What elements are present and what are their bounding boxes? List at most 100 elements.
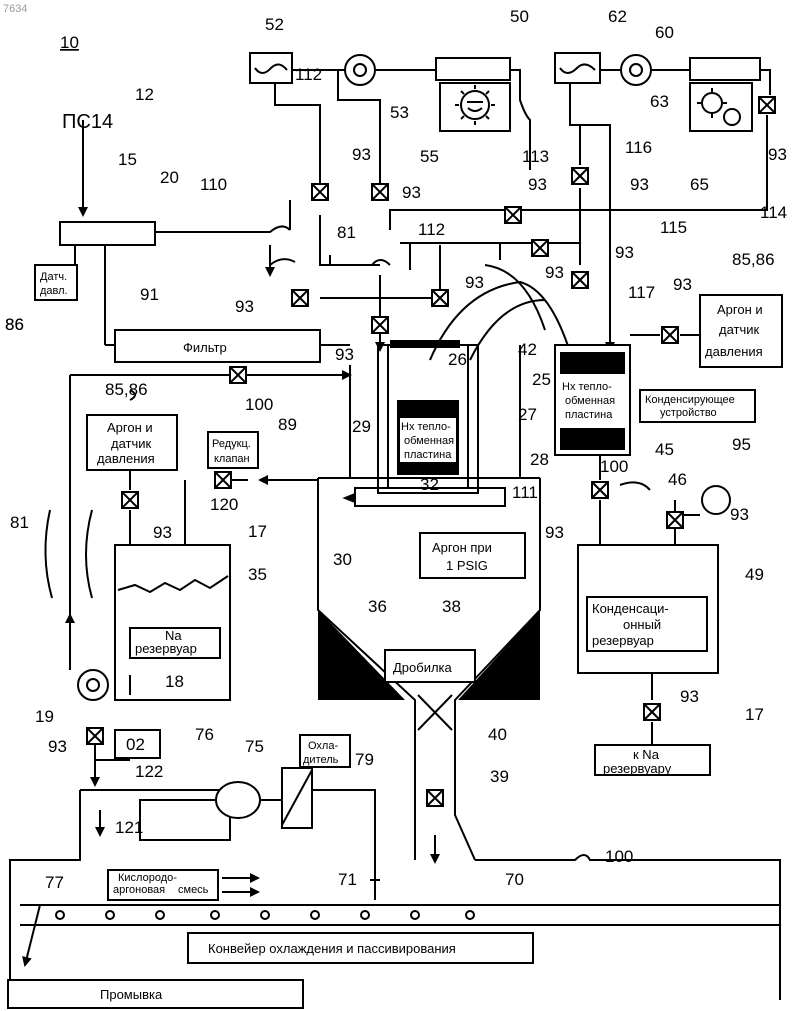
label-argon-right-2: датчик — [719, 322, 760, 337]
ref-70: 70 — [505, 870, 524, 889]
ref-38: 38 — [442, 597, 461, 616]
ref-35: 35 — [248, 565, 267, 584]
ref-116: 116 — [625, 138, 652, 157]
ref-81b: 81 — [10, 513, 29, 532]
pump-19 — [78, 670, 108, 700]
reactor-top-cap — [390, 340, 460, 348]
label-argon-1psig-1: Аргон при — [432, 540, 492, 555]
label-crusher: Дробилка — [393, 660, 453, 675]
ref-111: 111 — [512, 483, 538, 502]
label-hx-center-3: пластина — [404, 449, 452, 461]
ref-76: 76 — [195, 725, 214, 744]
label-condensing-2: устройство — [660, 407, 717, 419]
ref-60: 60 — [655, 23, 674, 42]
ref-29: 29 — [352, 417, 371, 436]
ref-93-e: 93 — [545, 263, 564, 282]
label-condensing-1: Конденсирующее — [645, 394, 735, 406]
ref-52: 52 — [265, 15, 284, 34]
ref-115: 115 — [660, 218, 687, 237]
label-filter: Фильтр — [183, 340, 227, 355]
ref-93-j: 93 — [673, 275, 692, 294]
ref-93-top-right: 93 — [768, 145, 787, 164]
ref-40: 40 — [488, 725, 507, 744]
label-oxy-mix-3: смесь — [178, 884, 209, 896]
label-argon-left-2: датчик — [111, 436, 152, 451]
ref-93-k: 93 — [153, 523, 172, 542]
ref-27: 27 — [518, 405, 537, 424]
ref-19: 19 — [35, 707, 54, 726]
label-cond-res-1: Конденсаци- — [592, 601, 669, 616]
ref-93-i: 93 — [335, 345, 354, 364]
label-argon-left-3: давления — [97, 451, 155, 466]
ref-30: 30 — [333, 550, 352, 569]
ref-100a: 100 — [245, 395, 273, 414]
label-hx-right-2: обменная — [565, 395, 615, 407]
ref-55: 55 — [420, 147, 439, 166]
label-argon-left-1: Аргон и — [107, 420, 153, 435]
ref-112b: 112 — [418, 220, 445, 239]
ref-93-l: 93 — [545, 523, 564, 542]
ref-20: 20 — [160, 168, 179, 187]
label-cooler-2: дитель — [303, 754, 339, 766]
ref-93-b: 93 — [402, 183, 421, 202]
ref-17a: 17 — [248, 522, 267, 541]
ref-93-c: 93 — [528, 175, 547, 194]
label-pressure-sensor-1: Датч. — [40, 271, 67, 283]
ref-122: 122 — [135, 762, 163, 781]
ref-93-d: 93 — [630, 175, 649, 194]
label-ps14: ПС14 — [62, 111, 113, 133]
ref-112a: 112 — [295, 65, 322, 84]
ref-113: 113 — [522, 147, 549, 166]
ref-93-n: 93 — [680, 687, 699, 706]
ref-117: 117 — [628, 283, 655, 302]
blower-75 — [216, 782, 260, 818]
label-cooler-1: Охла- — [308, 740, 338, 752]
ref-25: 25 — [532, 370, 551, 389]
ref-53: 53 — [390, 103, 409, 122]
figure-number: 10 — [60, 33, 79, 52]
box-50 — [436, 58, 510, 80]
label-o2: 02 — [126, 735, 145, 754]
ref-75: 75 — [245, 737, 264, 756]
sodium-valve-unit-15-20 — [60, 222, 155, 245]
ref-42: 42 — [518, 340, 537, 359]
label-hx-right-3: пластина — [565, 409, 613, 421]
ref-89: 89 — [278, 415, 297, 434]
ref-100c: 100 — [605, 847, 633, 866]
ref-110: 110 — [200, 175, 227, 194]
ref-93-h: 93 — [235, 297, 254, 316]
ref-65: 65 — [690, 175, 709, 194]
ref-50: 50 — [510, 7, 529, 26]
label-reducer-1: Редукц. — [212, 438, 251, 450]
pump-63 — [621, 55, 651, 85]
pump-53 — [345, 55, 375, 85]
label-pressure-sensor-2: давл. — [40, 285, 68, 297]
ref-79: 79 — [355, 750, 374, 769]
ref-93-m: 93 — [730, 505, 749, 524]
ref-63: 63 — [650, 92, 669, 111]
ref-15: 15 — [118, 150, 137, 169]
ref-32: 32 — [420, 475, 439, 494]
ref-77: 77 — [45, 873, 64, 892]
label-hx-center-1: Нх тепло- — [401, 421, 451, 433]
label-wash: Промывка — [100, 987, 163, 1002]
ref-100b: 100 — [600, 457, 628, 476]
ref-17b: 17 — [745, 705, 764, 724]
ref-93-f: 93 — [615, 243, 634, 262]
label-argon-1psig-2: 1 PSIG — [446, 558, 488, 573]
ref-95: 95 — [732, 435, 751, 454]
ref-36: 36 — [368, 597, 387, 616]
ref-114: 114 — [760, 203, 787, 222]
label-argon-right-3: давления — [705, 344, 763, 359]
ref-28: 28 — [530, 450, 549, 469]
ref-93-g: 93 — [465, 273, 484, 292]
label-reducer-2: клапан — [214, 453, 250, 465]
corner-id: 7634 — [3, 3, 27, 15]
ref-49: 49 — [745, 565, 764, 584]
ref-45: 45 — [655, 440, 674, 459]
label-oxy-mix-2: аргоновая — [113, 884, 165, 896]
ref-71: 71 — [338, 870, 357, 889]
ref-93-a: 93 — [352, 145, 371, 164]
hx-plate-right-dark-bottom — [560, 428, 625, 450]
